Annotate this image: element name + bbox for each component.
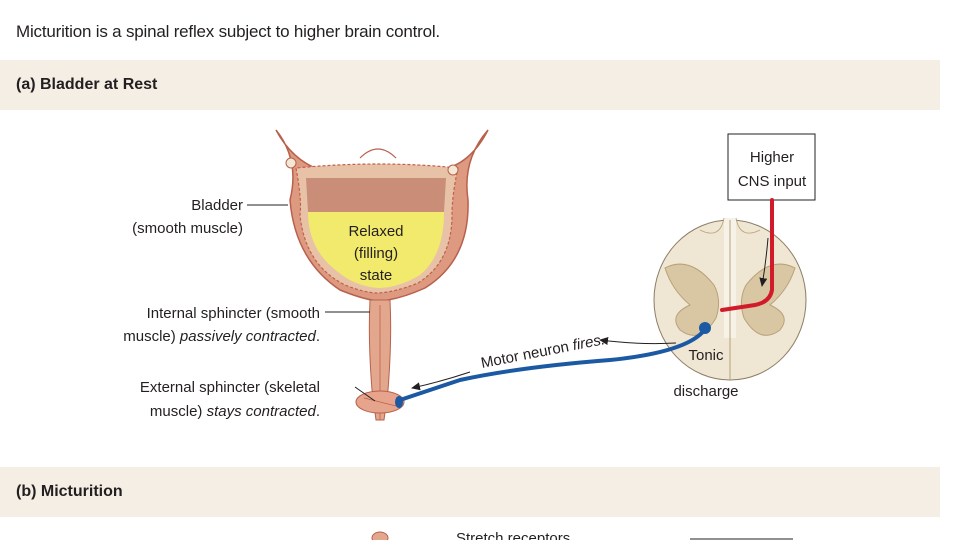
ureter-opening-left	[285, 157, 297, 169]
page-heading: Micturition is a spinal reflex subject t…	[16, 22, 440, 41]
relaxed-label: Relaxed	[348, 223, 403, 240]
higher-label: Higher	[750, 149, 794, 166]
state-label: state	[360, 267, 393, 284]
internal-sphincter-label: Internal sphincter (smooth	[147, 305, 320, 322]
bladder-sublabel: (smooth muscle)	[132, 220, 243, 237]
stretch-receptors-label: Stretch receptors	[456, 530, 570, 540]
external-sphincter-sublabel: muscle) stays contracted.	[150, 403, 320, 420]
bladder-illustration	[275, 129, 489, 421]
spinal-cord-section	[653, 217, 807, 381]
section-a-title: (a) Bladder at Rest	[16, 76, 158, 93]
external-sphincter-label: External sphincter (skeletal	[140, 379, 320, 396]
external-sphincter-italic: stays contracted	[207, 403, 317, 420]
discharge-arrow	[411, 371, 471, 391]
motor-pathway	[398, 326, 708, 402]
filling-label: (filling)	[354, 245, 398, 262]
external-sphincter-period: .	[316, 403, 320, 420]
external-sphincter-leader	[354, 386, 376, 402]
higher-cns-box	[727, 133, 816, 201]
discharge-label: discharge	[673, 383, 738, 400]
inhibition-arrow	[759, 237, 769, 287]
section-b-partial: Stretch receptors	[371, 530, 793, 540]
internal-sphincter-sublabel: muscle) passively contracted.	[123, 328, 320, 345]
urine-fill	[308, 212, 444, 288]
section-b-bladder-top	[371, 531, 389, 540]
cns-pathway	[720, 198, 774, 312]
fires-arrow	[599, 337, 677, 345]
motor-neuron-italic: fires.	[571, 331, 606, 354]
external-sphincter-plain: muscle)	[150, 403, 207, 420]
motor-end-plate	[395, 396, 403, 408]
motor-neuron-body	[699, 322, 711, 334]
section-b-title: (b) Micturition	[16, 483, 123, 500]
tonic-label: Tonic	[688, 347, 724, 364]
internal-sphincter-italic: passively contracted	[179, 328, 317, 345]
bladder-label: Bladder	[191, 197, 243, 214]
cns-input-label: CNS input	[738, 173, 807, 190]
ureter-opening-right	[447, 164, 459, 176]
internal-sphincter-plain: muscle)	[123, 328, 180, 345]
internal-sphincter-period: .	[316, 328, 320, 345]
bladder-lumen	[306, 178, 446, 212]
section-a-band: (a) Bladder at Rest	[0, 60, 940, 110]
section-b-band: (b) Micturition	[0, 467, 940, 517]
